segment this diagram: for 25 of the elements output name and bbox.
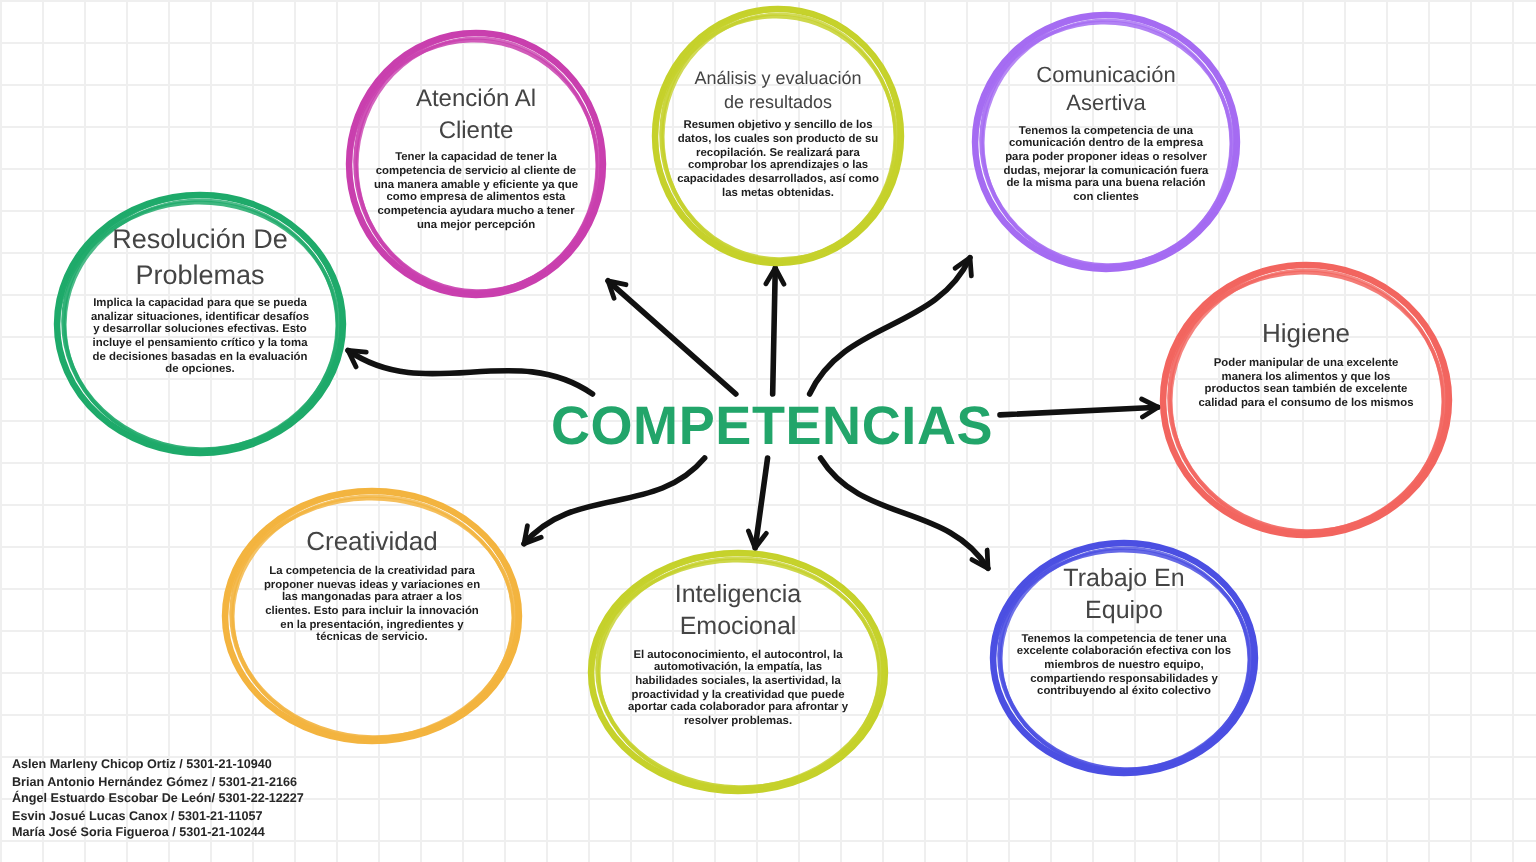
arrow bbox=[746, 455, 771, 551]
topic-circle bbox=[344, 28, 608, 300]
arrow bbox=[521, 455, 708, 547]
topic-heading: Atención Al Cliente bbox=[413, 84, 539, 147]
central-title: COMPETENCIAS bbox=[544, 394, 1000, 458]
topic-circle bbox=[1158, 260, 1454, 540]
topic-heading: Higiene bbox=[1259, 318, 1353, 352]
topic-circle bbox=[988, 538, 1260, 778]
arrow bbox=[817, 455, 991, 572]
arrow bbox=[997, 396, 1161, 420]
topic-heading: Comunicación Asertiva bbox=[1034, 62, 1178, 120]
topic-heading: Trabajo En Equipo bbox=[1061, 562, 1187, 627]
topic-circle bbox=[52, 190, 348, 458]
topic-circle bbox=[970, 10, 1242, 274]
arrow bbox=[605, 278, 739, 397]
arrow bbox=[345, 347, 596, 397]
arrow bbox=[806, 254, 973, 397]
arrow bbox=[763, 265, 787, 397]
topic-heading: Inteligencia Emocional bbox=[672, 578, 804, 643]
topic-heading: Resolución De Problemas bbox=[110, 222, 290, 293]
topic-heading: Análisis y evaluación de resultados bbox=[692, 68, 864, 115]
topic-circle bbox=[220, 486, 524, 746]
topic-heading: Creatividad bbox=[304, 526, 440, 560]
topic-circle bbox=[586, 548, 890, 796]
topic-circle bbox=[650, 4, 906, 268]
